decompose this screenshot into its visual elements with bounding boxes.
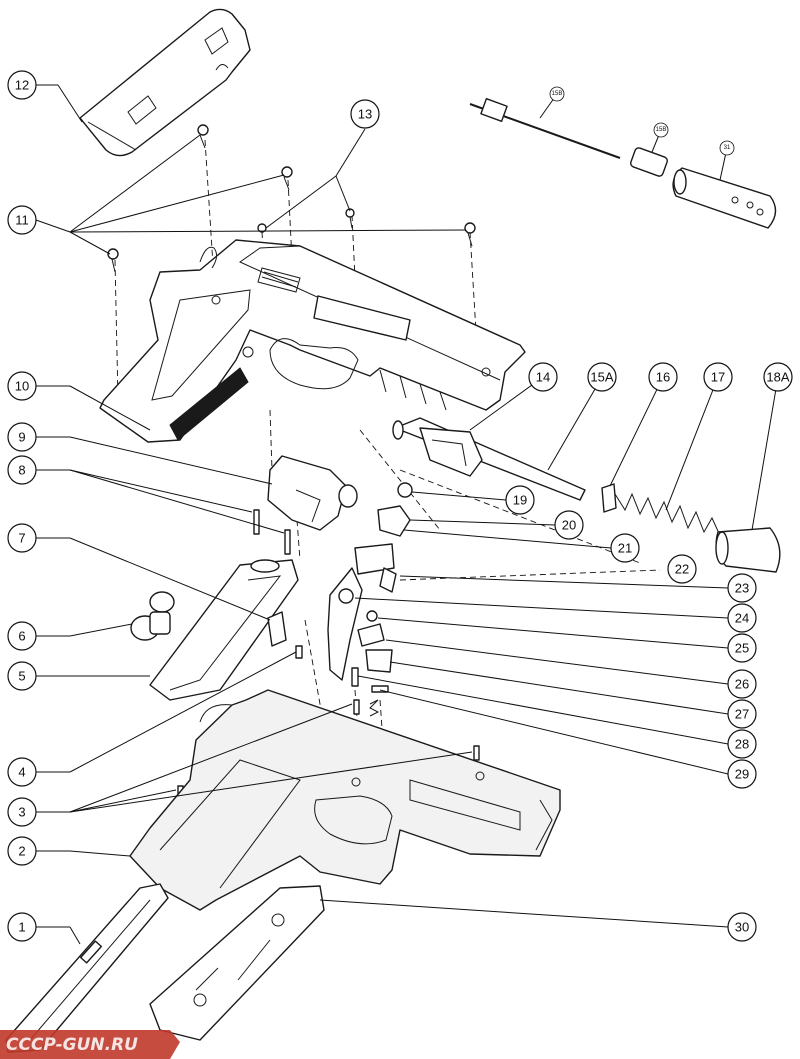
svg-text:11: 11 [15, 213, 29, 228]
svg-text:8: 8 [18, 463, 25, 478]
svg-text:12: 12 [15, 78, 29, 93]
callout-8: 8 [7, 455, 37, 485]
svg-text:3: 3 [18, 805, 25, 820]
svg-text:13: 13 [358, 107, 372, 122]
svg-text:27: 27 [735, 707, 749, 722]
grip-panel-right [79, 8, 251, 157]
svg-text:25: 25 [735, 641, 749, 656]
callout-30: 30 [727, 912, 757, 942]
recoil-spring-group [601, 483, 781, 573]
svg-text:19: 19 [513, 493, 527, 508]
svg-text:17: 17 [711, 370, 725, 385]
callout-19: 19 [505, 485, 535, 515]
callout-15A: 15A [587, 362, 617, 392]
trigger-group [327, 543, 397, 717]
frame [129, 689, 561, 911]
svg-text:6: 6 [18, 629, 25, 644]
slide [99, 239, 526, 443]
callouts: 1 2 3 4 5 6 7 8 9 10 11 12 13 14 15A 16 … [7, 70, 793, 942]
svg-text:20: 20 [562, 518, 576, 533]
svg-text:15B: 15B [552, 91, 563, 97]
svg-text:1: 1 [18, 920, 25, 935]
callout-15B-sleeve: 15B [653, 122, 669, 138]
callout-2: 2 [7, 836, 37, 866]
safety-parts [130, 591, 175, 641]
grip-screws [107, 124, 476, 273]
svg-text:14: 14 [536, 370, 550, 385]
grip-panel-left [149, 885, 325, 1041]
svg-text:16: 16 [656, 370, 670, 385]
screw-icon [464, 222, 476, 247]
svg-text:30: 30 [735, 920, 749, 935]
callout-5: 5 [7, 661, 37, 691]
callout-28: 28 [727, 729, 757, 759]
svg-text:22: 22 [675, 562, 689, 577]
callout-22: 22 [667, 554, 697, 584]
barrel-assembly [392, 417, 586, 501]
callout-24: 24 [727, 603, 757, 633]
svg-text:10: 10 [15, 379, 29, 394]
callout-9: 9 [7, 422, 37, 452]
callout-23: 23 [727, 573, 757, 603]
callout-7: 7 [7, 523, 37, 553]
callout-6: 6 [7, 621, 37, 651]
svg-text:CCCP-GUN.RU: CCCP-GUN.RU [6, 1035, 138, 1055]
callout-17: 17 [703, 362, 733, 392]
callout-27: 27 [727, 699, 757, 729]
callout-26: 26 [727, 669, 757, 699]
svg-text:15B: 15B [656, 127, 667, 133]
callout-1: 1 [7, 912, 37, 942]
svg-text:7: 7 [18, 531, 25, 546]
svg-text:24: 24 [735, 611, 749, 626]
callout-3: 3 [7, 797, 37, 827]
svg-text:29: 29 [735, 767, 749, 782]
callout-4: 4 [7, 757, 37, 787]
leader-lines [35, 84, 779, 945]
watermark: CCCP-GUN.RU [0, 1030, 180, 1059]
svg-text:15A: 15A [590, 370, 613, 385]
callout-10: 10 [7, 371, 37, 401]
screw-icon [345, 208, 355, 229]
callout-18A: 18A [763, 362, 793, 392]
callout-11: 11 [7, 205, 37, 235]
callout-21: 21 [610, 533, 640, 563]
svg-text:9: 9 [18, 430, 25, 445]
svg-text:31: 31 [724, 145, 731, 151]
callout-31: 31 [719, 140, 735, 156]
svg-text:2: 2 [18, 844, 25, 859]
screw-icon [197, 124, 209, 149]
svg-text:4: 4 [18, 765, 25, 780]
callout-14: 14 [528, 362, 558, 392]
callout-29: 29 [727, 759, 757, 789]
screw-icon [107, 248, 119, 273]
svg-text:28: 28 [735, 737, 749, 752]
callout-15B-rod: 15B [549, 86, 565, 102]
svg-text:5: 5 [18, 669, 25, 684]
callout-12: 12 [7, 70, 37, 100]
callout-13: 13 [350, 99, 380, 129]
svg-text:21: 21 [618, 541, 632, 556]
mainspring-housing [149, 559, 299, 701]
svg-text:23: 23 [735, 581, 749, 596]
magazine [5, 883, 169, 1053]
svg-text:18A: 18A [766, 370, 789, 385]
hammer-housing [267, 455, 413, 537]
callout-20: 20 [554, 510, 584, 540]
screw-icon [281, 166, 293, 191]
assembly-guide-lines [114, 139, 661, 771]
svg-text:26: 26 [735, 677, 749, 692]
callout-25: 25 [727, 633, 757, 663]
recoil-rod-assembly [469, 98, 777, 229]
callout-16: 16 [648, 362, 678, 392]
